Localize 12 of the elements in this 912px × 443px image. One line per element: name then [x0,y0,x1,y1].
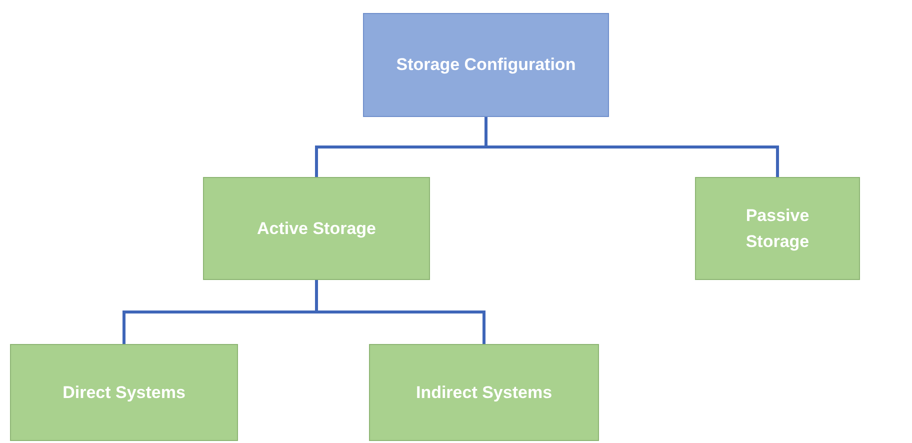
node-label: Indirect Systems [414,382,554,404]
connector-line [315,280,486,344]
tree-node-box [363,13,609,117]
tree-node-box [369,344,599,441]
node-label: Active Storage [256,218,378,240]
node-label: Direct Systems [62,382,186,404]
tree-node-box [203,177,430,280]
tree-node-box [695,177,860,280]
tree-node-box [10,344,238,441]
node-label: Passive Storage [744,204,810,253]
node-label: Storage Configuration [395,54,577,76]
connector-line [484,117,779,177]
